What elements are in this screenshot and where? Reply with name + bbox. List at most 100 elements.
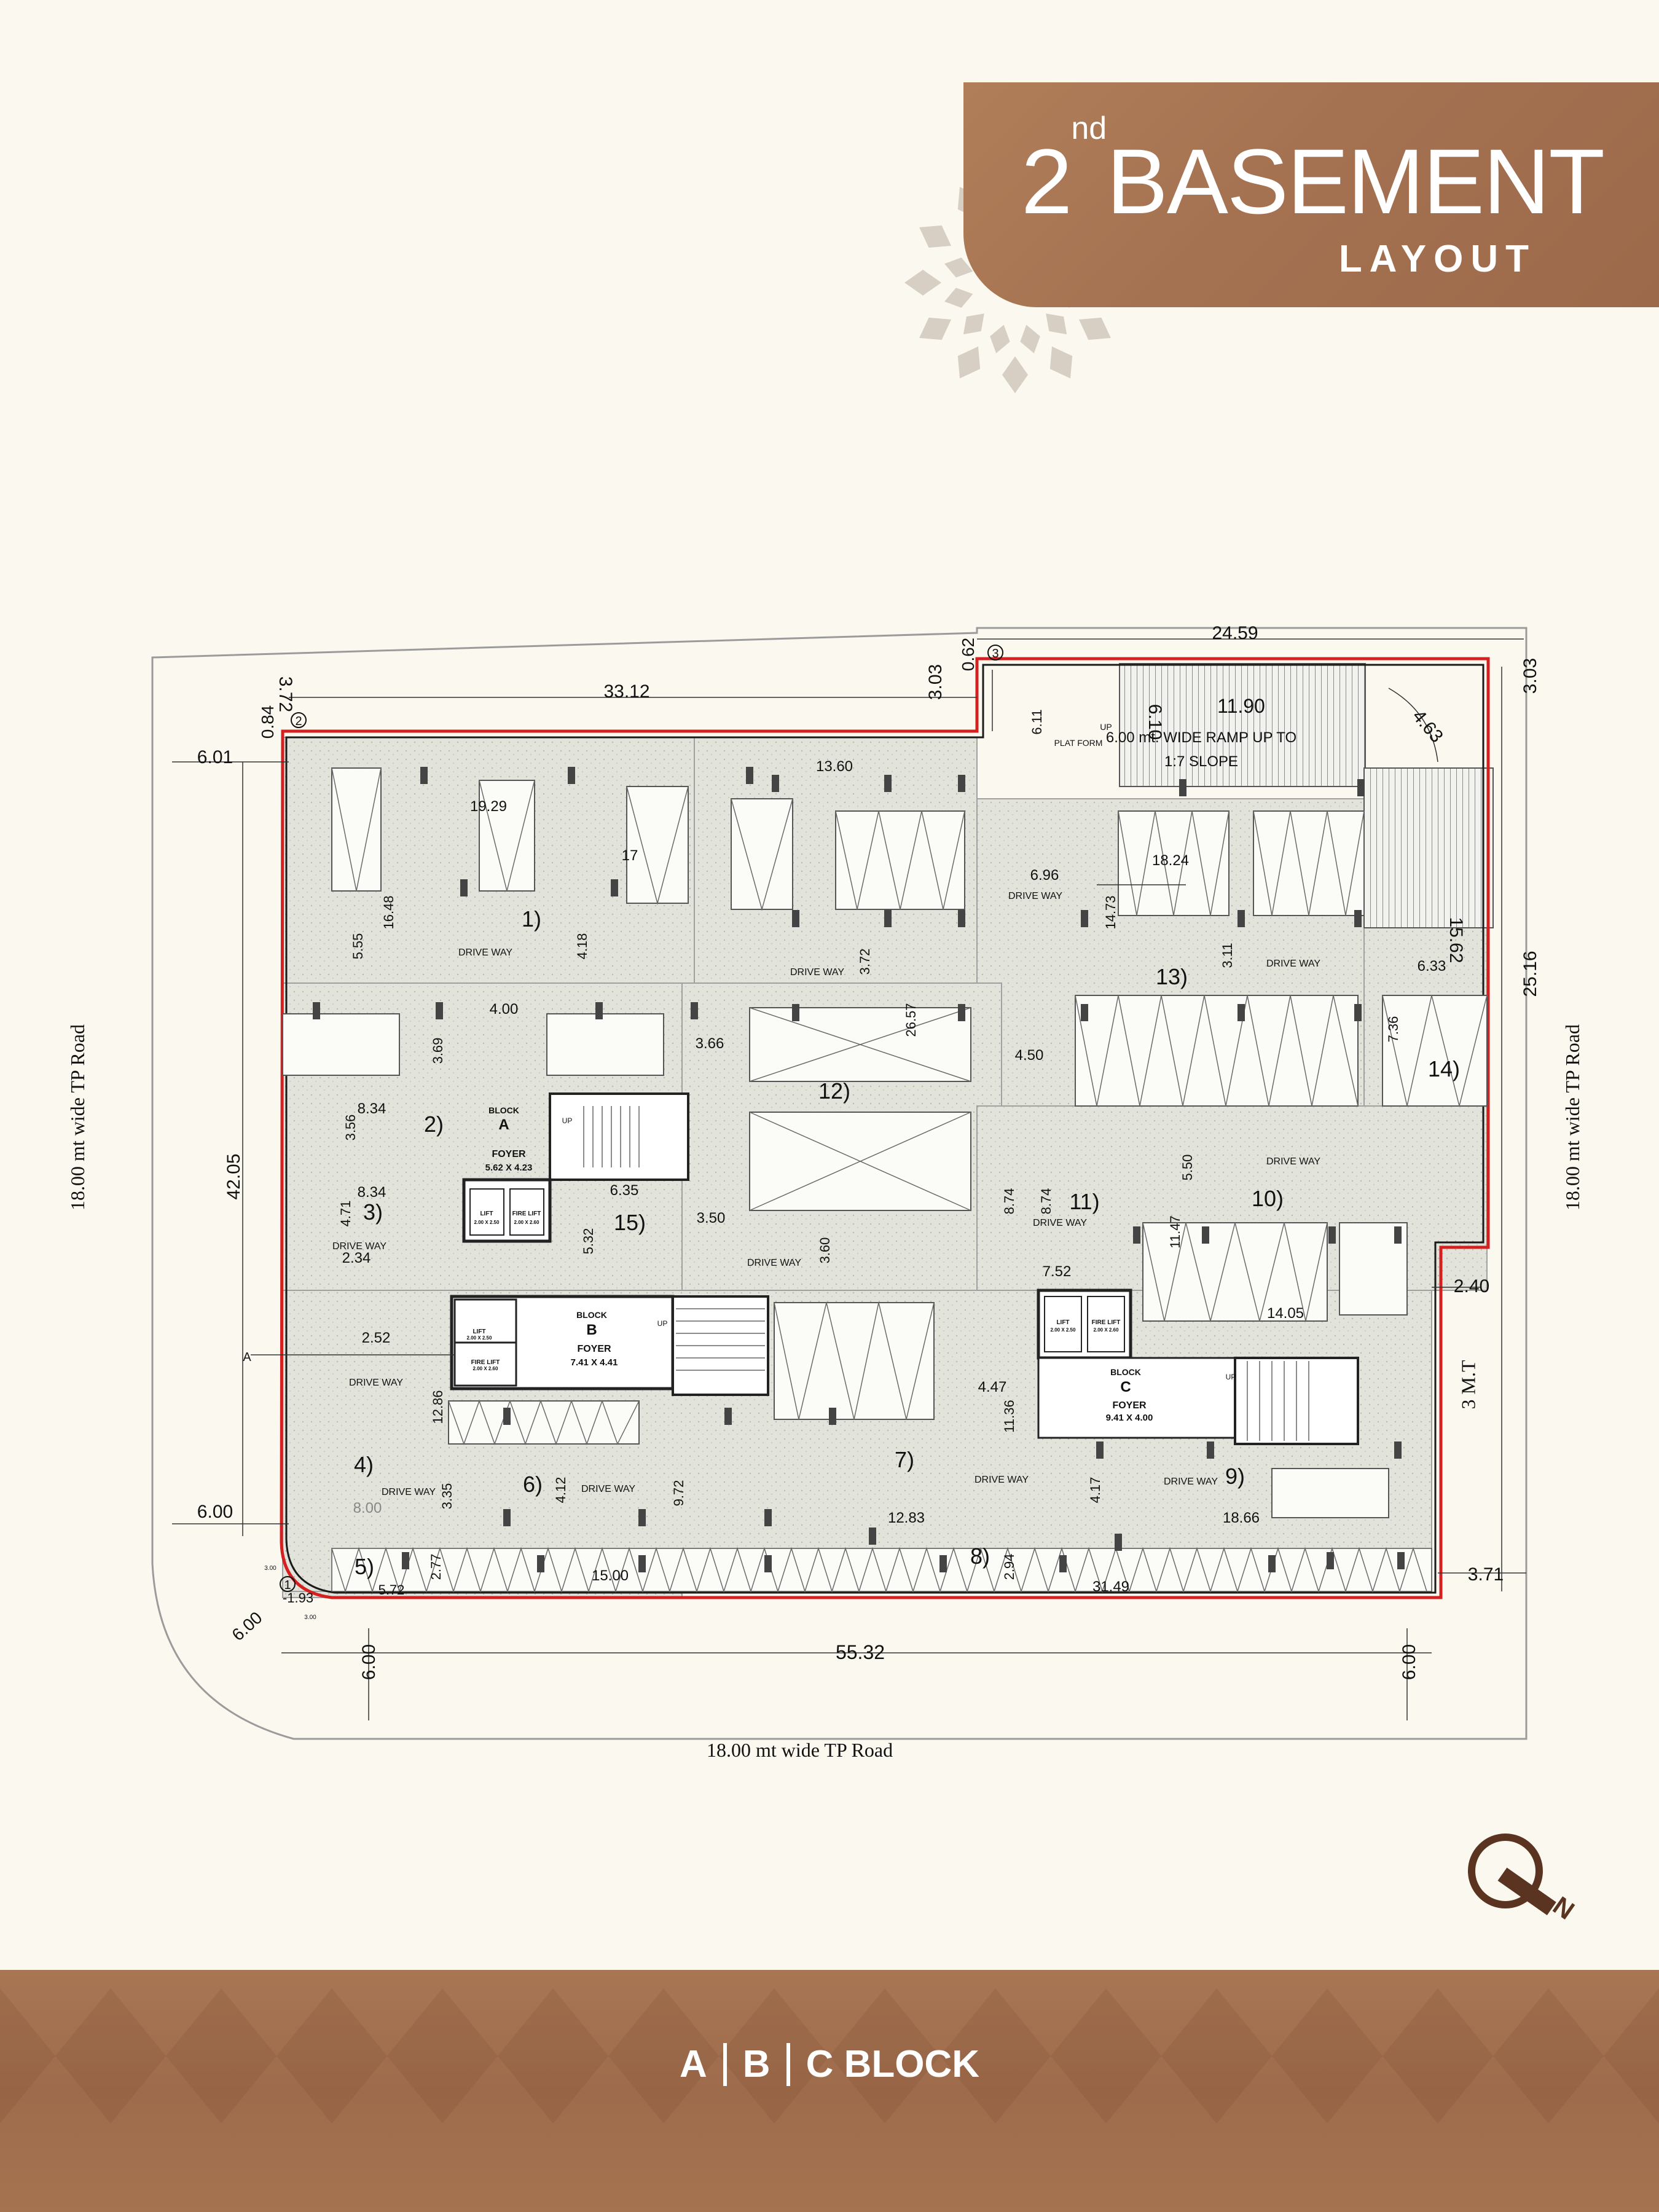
dim-label: 24.59 bbox=[1212, 623, 1258, 643]
footer-band bbox=[0, 1970, 1659, 2212]
mandala-petal bbox=[919, 317, 952, 340]
up-label: UP bbox=[1100, 722, 1112, 732]
circled-mark: 1 bbox=[284, 1579, 291, 1592]
plot-outline bbox=[151, 627, 1528, 1740]
dim-label: 3.00 bbox=[304, 1614, 316, 1621]
column bbox=[829, 1408, 836, 1425]
platform-label: PLAT FORM bbox=[1054, 738, 1103, 748]
dim-label: 3.66 bbox=[696, 1035, 724, 1052]
column bbox=[638, 1555, 646, 1572]
north-arrow-icon: N bbox=[1468, 1834, 1580, 1923]
bay-diagonals bbox=[331, 767, 1488, 1446]
column bbox=[420, 767, 428, 784]
zone-number: 6) bbox=[523, 1472, 543, 1497]
dim-label: 3.56 bbox=[343, 1115, 358, 1141]
dim-label: 8.34 bbox=[358, 1100, 386, 1117]
dim-label: 5.55 bbox=[350, 933, 366, 960]
dim-label: 16.48 bbox=[381, 895, 396, 929]
column bbox=[1179, 779, 1186, 796]
lift-size: 2.00 X 2.50 bbox=[474, 1220, 500, 1225]
title-panel: 2nd BASEMENT LAYOUT bbox=[963, 82, 1659, 307]
drive-way-label: DRIVE WAY bbox=[1008, 891, 1062, 901]
road-label-right: 18.00 mt wide TP Road bbox=[1561, 1024, 1584, 1211]
column bbox=[436, 1002, 443, 1019]
drive-way-label: DRIVE WAY bbox=[1266, 959, 1320, 969]
zone-number: 10) bbox=[1252, 1186, 1284, 1211]
mandala-petal bbox=[963, 313, 984, 335]
page-subtitle: LAYOUT bbox=[1338, 238, 1536, 280]
dim-label: 3.03 bbox=[1520, 658, 1540, 694]
footer-diamond bbox=[1382, 1988, 1493, 2124]
column bbox=[1207, 1441, 1214, 1459]
drive-way-label: DRIVE WAY bbox=[747, 1258, 801, 1268]
column bbox=[724, 1408, 732, 1425]
lift-label: LIFT bbox=[473, 1328, 485, 1335]
dim-label: 9.72 bbox=[671, 1480, 686, 1507]
page-title: 2nd BASEMENT bbox=[963, 111, 1605, 227]
column bbox=[1081, 1004, 1088, 1021]
dim-label: 5.32 bbox=[581, 1228, 596, 1255]
dim-label: 12.83 bbox=[888, 1510, 925, 1526]
column bbox=[1237, 1004, 1245, 1021]
dim-label: 6.01 bbox=[197, 747, 233, 767]
lift-size: 2.00 X 2.50 bbox=[1051, 1327, 1076, 1333]
drive-way-label: DRIVE WAY bbox=[975, 1475, 1029, 1485]
foyer-label: FOYER bbox=[492, 1149, 526, 1159]
dim-label: 2.40 bbox=[1454, 1276, 1489, 1296]
dim-label: 3.72 bbox=[275, 677, 296, 712]
dim-label: 55.32 bbox=[836, 1641, 885, 1663]
zone-number: 1) bbox=[522, 906, 541, 931]
dim-label: 7.52 bbox=[1043, 1263, 1072, 1280]
ramp-note: 6.00 mt. WIDE RAMP UP TO bbox=[1106, 729, 1296, 746]
footer-diamond bbox=[387, 1988, 498, 2124]
column bbox=[503, 1408, 511, 1425]
footer-diamond bbox=[166, 1988, 276, 2124]
column bbox=[792, 910, 799, 927]
footer-diamond bbox=[719, 1988, 830, 2124]
zone-number: 4) bbox=[354, 1452, 374, 1477]
drive-way-label: DRIVE WAY bbox=[332, 1241, 386, 1252]
drive-way-label: DRIVE WAY bbox=[1033, 1218, 1087, 1228]
fire-lift-size: 2.00 X 2.60 bbox=[514, 1220, 539, 1225]
column bbox=[1268, 1555, 1276, 1572]
dim-label: 3.11 bbox=[1220, 943, 1235, 968]
zone-number: 2) bbox=[424, 1112, 444, 1137]
drive-way-label: DRIVE WAY bbox=[458, 947, 512, 958]
circled-mark: 2 bbox=[295, 715, 302, 728]
column bbox=[611, 879, 618, 896]
dim-label: 2.94 bbox=[1002, 1554, 1017, 1580]
footer-diamond bbox=[1604, 1988, 1659, 2124]
column bbox=[1328, 1226, 1336, 1244]
dim-label: 6.11 bbox=[1029, 709, 1045, 734]
title-word: BASEMENT bbox=[1106, 130, 1605, 233]
dim-label: 4.12 bbox=[553, 1477, 568, 1504]
red-boundary bbox=[280, 657, 1490, 1599]
title-ordinal: 2 bbox=[1021, 130, 1072, 233]
dim-label: 13.60 bbox=[816, 758, 853, 775]
mandala-petal bbox=[919, 225, 952, 248]
column bbox=[869, 1528, 876, 1545]
column bbox=[764, 1509, 772, 1526]
lift-size: 2.00 X 2.50 bbox=[467, 1335, 492, 1341]
column bbox=[746, 767, 753, 784]
mandala-petal bbox=[944, 257, 973, 278]
mandala-petal bbox=[1046, 313, 1067, 335]
column bbox=[1115, 1534, 1122, 1551]
fire-lift-size: 2.00 X 2.60 bbox=[1094, 1327, 1119, 1333]
core-c bbox=[1037, 1288, 1359, 1445]
fire-lift-label: FIRE LIFT bbox=[1092, 1319, 1121, 1326]
column bbox=[313, 1002, 320, 1019]
dim-label: 15.00 bbox=[592, 1567, 629, 1584]
core-b bbox=[450, 1295, 769, 1396]
column bbox=[537, 1555, 544, 1572]
dim-label: 11.90 bbox=[1217, 695, 1265, 717]
dim-label: 15.62 bbox=[1446, 917, 1466, 963]
mandala-petal bbox=[1078, 317, 1111, 340]
dim-label: 5.50 bbox=[1180, 1155, 1195, 1181]
zone-number: 15) bbox=[614, 1210, 646, 1235]
dim-label: 4.50 bbox=[1015, 1047, 1044, 1064]
column bbox=[1237, 910, 1245, 927]
ramp-note: 1:7 SLOPE bbox=[1164, 753, 1238, 770]
column bbox=[792, 1004, 799, 1021]
